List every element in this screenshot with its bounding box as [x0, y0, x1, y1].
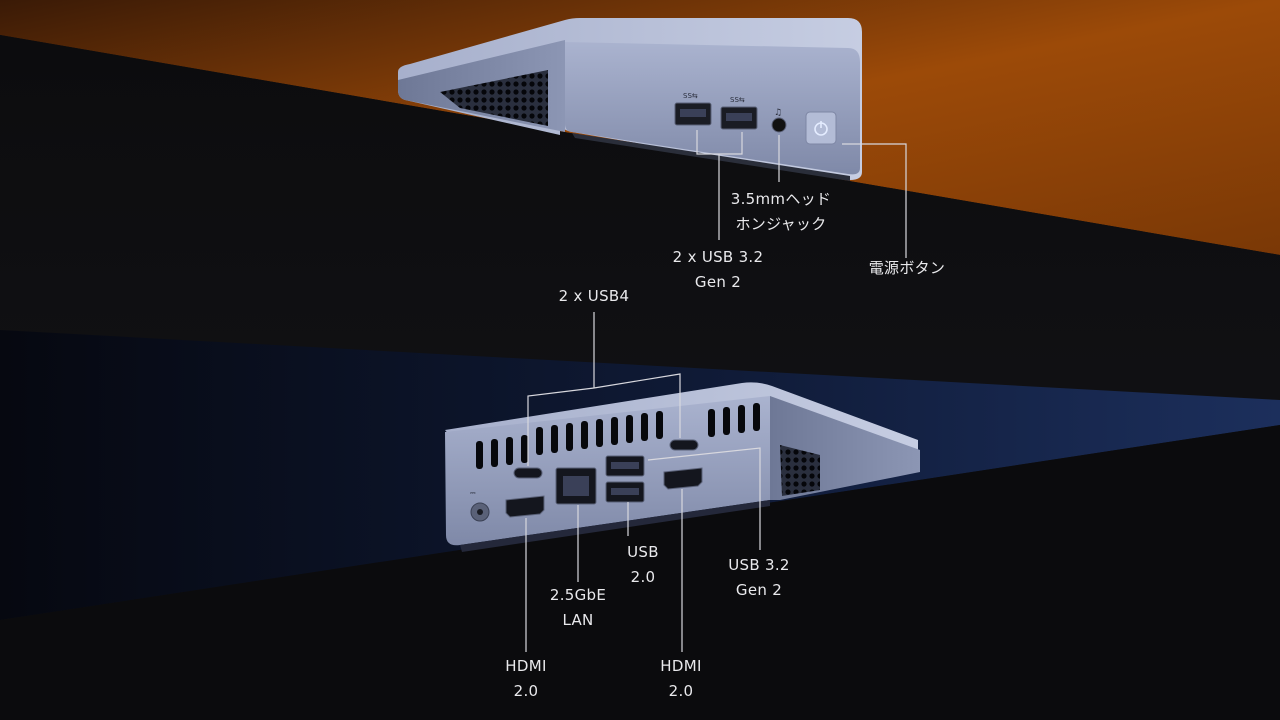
label-power-button: 電源ボタン: [868, 259, 946, 277]
dc-in-icon: ⎓: [470, 489, 476, 497]
label-headphone-jack: 3.5mmヘッド ホンジャック: [730, 190, 832, 233]
usb-ss-icon: SS⇆: [683, 92, 698, 100]
mini-pc-front: SS⇆ SS⇆ ♫: [398, 18, 862, 181]
label-hdmi-left: HDMI 2.0: [505, 657, 547, 700]
label-usb32-rear: USB 3.2 Gen 2: [728, 556, 790, 599]
leader-lines: [525, 130, 907, 652]
label-lan: 2.5GbE LAN: [549, 586, 607, 629]
label-usb32-front: 2 x USB 3.2 Gen 2: [672, 248, 764, 291]
svg-text:SS⇆: SS⇆: [730, 96, 745, 104]
usb-c-icon: [513, 467, 543, 479]
label-usb20: USB 2.0: [627, 543, 659, 586]
hdmi-icon: [505, 495, 545, 518]
label-usb4: 2 x USB4: [558, 287, 630, 305]
label-hdmi-right: HDMI 2.0: [660, 657, 702, 700]
headphone-icon: ♫: [774, 108, 782, 118]
mini-pc-rear: ⎓: [445, 382, 920, 552]
